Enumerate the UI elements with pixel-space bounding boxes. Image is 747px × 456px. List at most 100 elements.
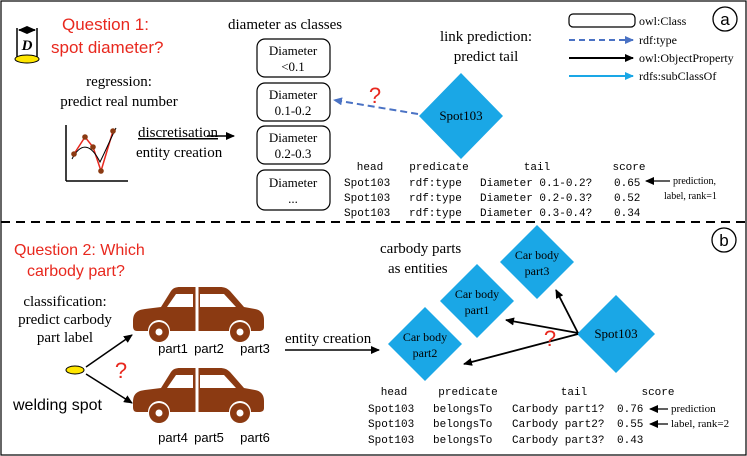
question-1-line-2: spot diameter? xyxy=(51,38,163,57)
regression-line-1: regression: xyxy=(86,74,152,90)
diameter-class-2-line-1: Diameter xyxy=(269,87,318,102)
table-b-header-tail: tail xyxy=(561,387,587,399)
legend-class-label: owl:Class xyxy=(639,14,687,28)
table-b-prediction-label: prediction xyxy=(671,403,716,415)
entity-creation-label-b: entity creation xyxy=(285,331,372,347)
spot103-diamond-a xyxy=(419,73,503,159)
badge-b: b xyxy=(719,231,728,250)
table-a-row-2-score: 0.52 xyxy=(614,193,640,205)
table-b-row-3-head: Spot103 xyxy=(368,435,414,447)
table-a-header-score: score xyxy=(612,162,645,174)
table-a-row-1-score: 0.65 xyxy=(614,178,640,190)
table-b-label-annotation: label, rank=2 xyxy=(671,418,729,430)
welding-spot-icon xyxy=(65,365,85,375)
table-a-header-tail: tail xyxy=(524,162,550,174)
table-b-row-1-head: Spot103 xyxy=(368,404,414,416)
table-a-row-3-head: Spot103 xyxy=(344,208,390,220)
table-b-row-3-score: 0.43 xyxy=(617,435,643,447)
table-b-row-2-predicate: belongsTo xyxy=(433,419,492,431)
table-b-row-2-tail: Carbody part2? xyxy=(512,419,604,431)
table-a-annotation-line-2: label, rank=1 xyxy=(664,191,717,202)
car-body-part1-line-2: part1 xyxy=(465,303,490,317)
table-a-row-1-head: Spot103 xyxy=(344,178,390,190)
car-body-part2-diamond xyxy=(388,307,462,381)
table-a-row-2-head: Spot103 xyxy=(344,193,390,205)
belongs-to-arrow-part2 xyxy=(463,333,579,366)
table-b-header-predicate: predicate xyxy=(438,387,497,399)
part5-label: part5 xyxy=(194,430,224,445)
diameter-gauge-icon xyxy=(14,26,40,64)
car-icon xyxy=(133,286,264,342)
table-b-row-2-head: Spot103 xyxy=(368,419,414,431)
table-a-row-3-tail: Diameter 0.3-0.4? xyxy=(480,208,592,220)
table-a-row-2-predicate: rdf:type xyxy=(409,193,462,205)
legend-class-swatch xyxy=(568,13,636,28)
classes-title: diameter as classes xyxy=(228,17,342,33)
legend-type-label: rdf:type xyxy=(639,33,677,47)
diameter-class-1-line-2: <0.1 xyxy=(281,59,305,74)
question-1-line-1: Question 1: xyxy=(62,15,149,34)
question-mark-b2: ? xyxy=(544,326,556,351)
table-b-row-3-tail: Carbody part3? xyxy=(512,435,604,447)
car-body-part1-line-1: Car body xyxy=(455,287,499,301)
table-b-header-head: head xyxy=(381,387,407,399)
spot103-label-a: Spot103 xyxy=(439,108,482,123)
entities-title-line-2: as entities xyxy=(388,261,448,277)
results-table-a: head predicate tail score Spot103 rdf:ty… xyxy=(344,162,646,220)
legend-subclass-label: rdfs:subClassOf xyxy=(639,69,716,83)
table-b-row-2-score: 0.55 xyxy=(617,419,643,431)
table-a-row-1-tail: Diameter 0.1-0.2? xyxy=(480,178,592,190)
question-mark-a: ? xyxy=(369,83,381,108)
car-body-part3-line-2: part3 xyxy=(525,264,550,278)
gauge-letter: D xyxy=(21,38,33,54)
car-body-part3-line-1: Car body xyxy=(515,248,559,262)
classification-arrow-down xyxy=(85,373,133,404)
table-b-row-1-predicate: belongsTo xyxy=(433,404,492,416)
car-body-part2-line-1: Car body xyxy=(403,330,447,344)
part1-label: part1 xyxy=(158,341,188,356)
link-prediction-line-2: predict tail xyxy=(454,49,519,65)
diameter-class-box: Diameter ... xyxy=(256,169,331,211)
diameter-class-2-line-2: 0.1-0.2 xyxy=(275,103,312,118)
table-b-row-1-tail: Carbody part1? xyxy=(512,404,604,416)
link-prediction-line-1: link prediction: xyxy=(440,29,532,45)
table-a-row-3-predicate: rdf:type xyxy=(409,208,462,220)
entities-title-line-1: carbody parts xyxy=(380,241,461,257)
diameter-class-4-line-1: Diameter xyxy=(269,175,318,190)
badge-a-circle xyxy=(712,6,738,32)
legend: owl:Class rdf:type owl:ObjectProperty rd… xyxy=(568,13,734,83)
part6-label: part6 xyxy=(240,430,270,445)
classification-arrow-up xyxy=(85,334,133,368)
diameter-class-3-line-2: 0.2-0.3 xyxy=(275,146,312,161)
table-a-row-3-score: 0.34 xyxy=(614,208,641,220)
results-table-b: head predicate tail score Spot103 belong… xyxy=(368,387,675,447)
regression-line-2: predict real number xyxy=(60,94,177,110)
diameter-class-4-line-2: ... xyxy=(288,191,298,206)
spot103-diamond-b xyxy=(577,295,655,373)
spot103-label-b: Spot103 xyxy=(594,326,637,341)
table-b-row-3-predicate: belongsTo xyxy=(433,435,492,447)
table-a-row-2-tail: Diameter 0.2-0.3? xyxy=(480,193,592,205)
line-chart-icon xyxy=(65,125,128,182)
part3-label: part3 xyxy=(240,341,270,356)
badge-a: a xyxy=(720,10,730,29)
question-2-line-2: carbody part? xyxy=(27,263,125,280)
car-body-part3-diamond xyxy=(500,225,574,299)
table-b-header-score: score xyxy=(641,387,674,399)
entity-creation-label-a: entity creation xyxy=(136,145,223,161)
classification-line-1: classification: xyxy=(23,294,106,310)
welding-spot-label: welding spot xyxy=(12,397,103,414)
table-a-header-head: head xyxy=(357,162,383,174)
belongs-to-arrow-part1 xyxy=(505,317,579,334)
question-mark-b1: ? xyxy=(115,358,127,383)
classification-line-3: part label xyxy=(37,330,93,346)
part4-label: part4 xyxy=(158,430,188,445)
diameter-class-box: Diameter <0.1 xyxy=(256,38,331,78)
question-2-line-1: Question 2: Which xyxy=(14,242,145,259)
table-b-row-1-score: 0.76 xyxy=(617,404,643,416)
table-a-annotation-line-1: prediction, xyxy=(673,176,716,187)
car-icon xyxy=(133,367,264,423)
diameter-class-3-line-1: Diameter xyxy=(269,130,318,145)
